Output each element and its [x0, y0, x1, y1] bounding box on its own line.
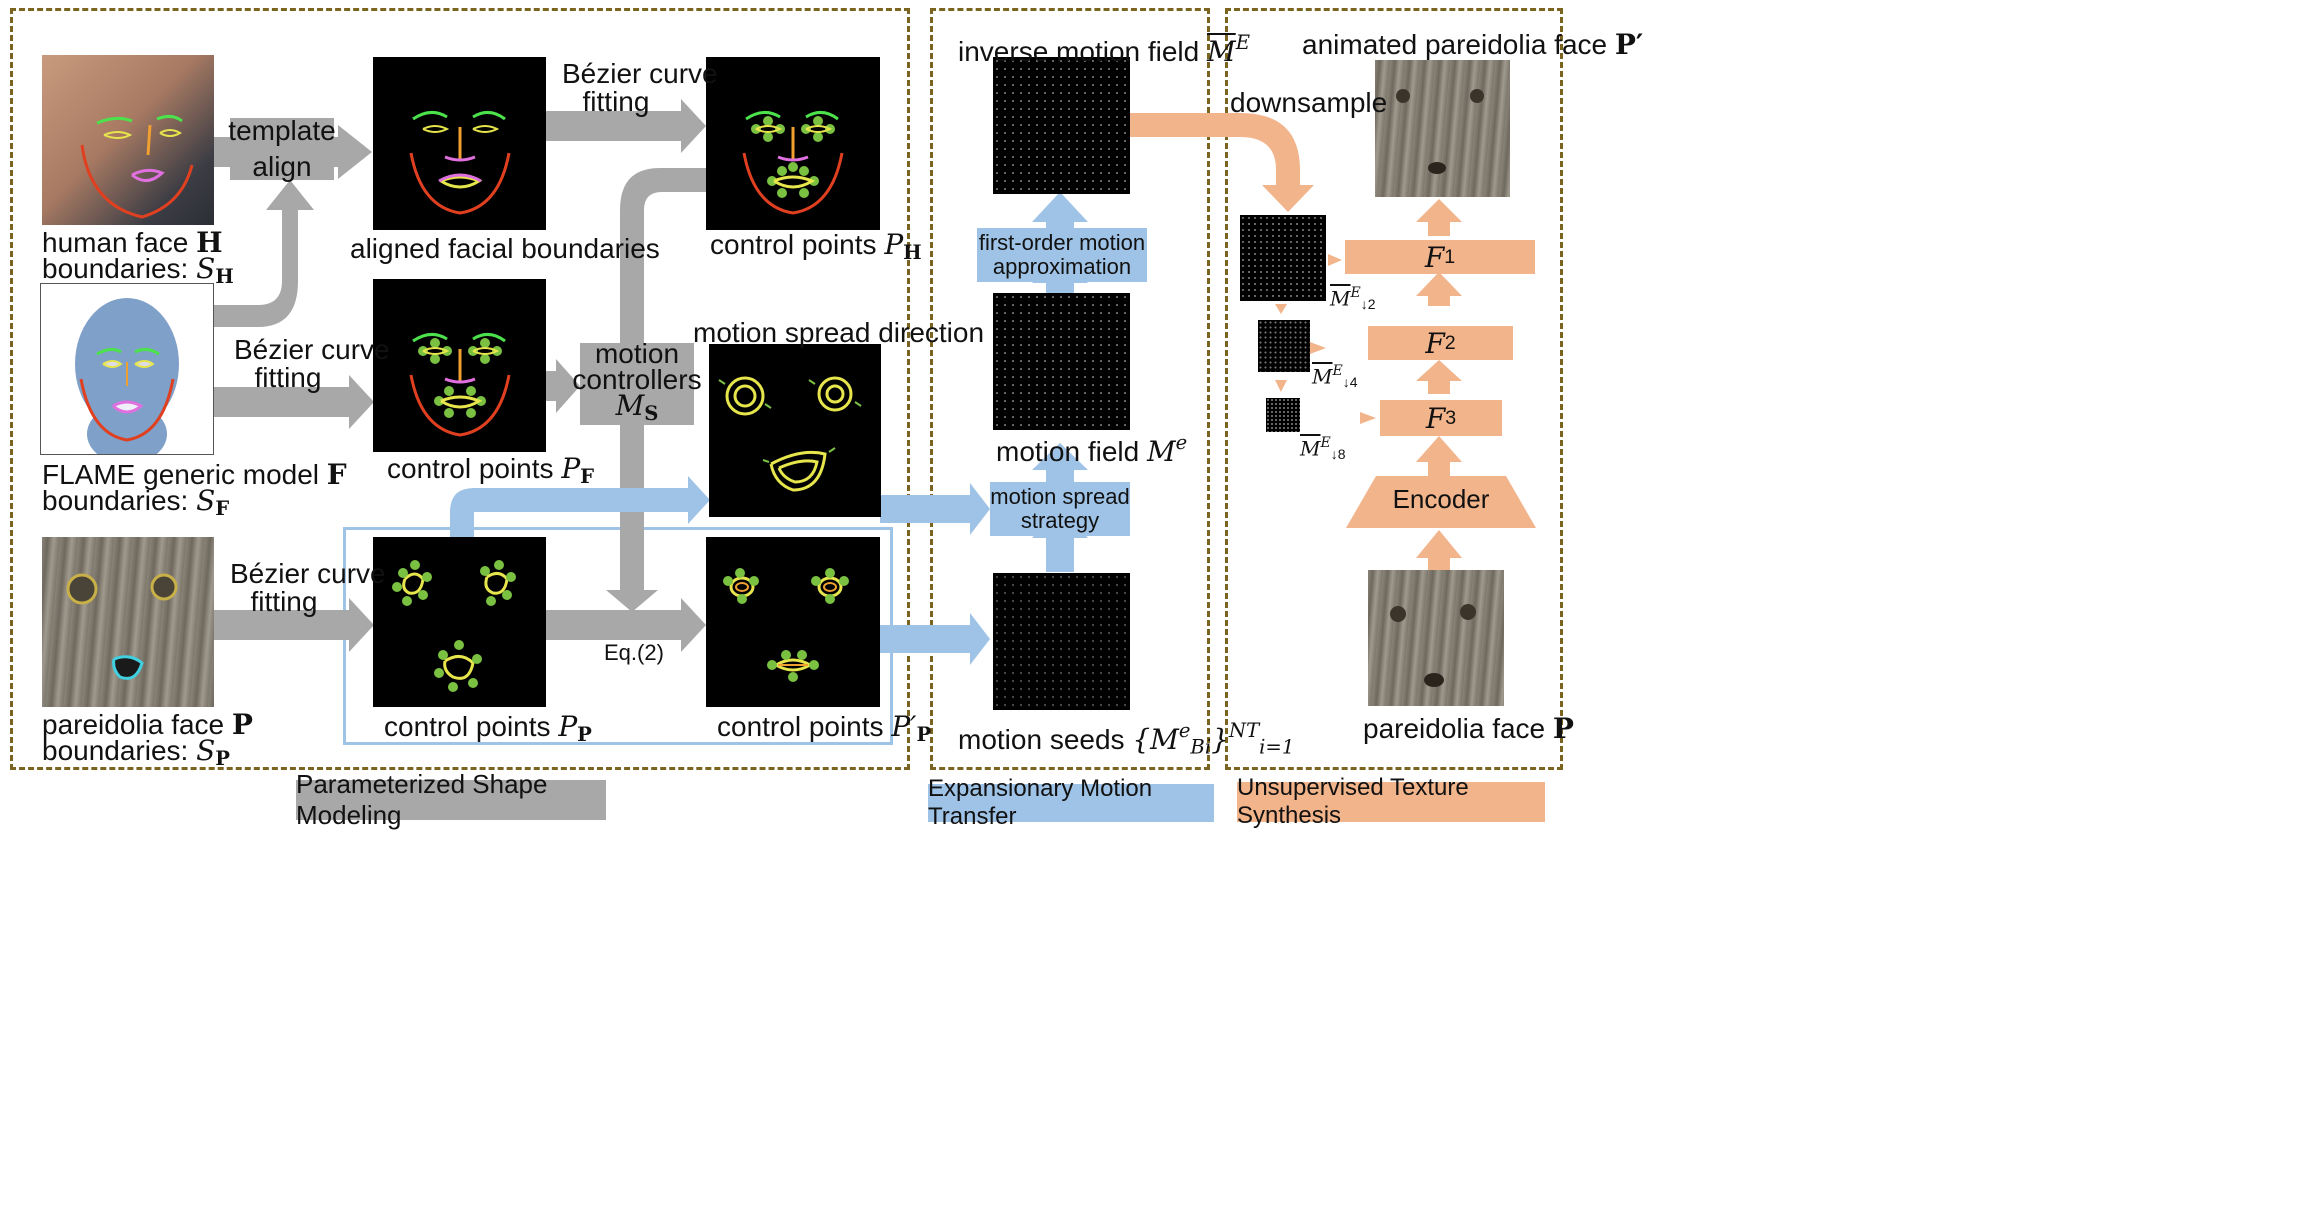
- motion-field-label: motion field Me: [996, 431, 1188, 468]
- spread-strategy-line2: strategy: [1020, 508, 1100, 533]
- texture-synthesis-frame: [1225, 8, 1563, 770]
- template-align-block: template align: [228, 115, 335, 182]
- pareidolia-input-photo: [1368, 570, 1504, 706]
- motion-seeds-image: [993, 573, 1130, 710]
- control-points-p-prime-image: [706, 537, 880, 707]
- flame-model-label: FLAME generic model F: [42, 458, 347, 491]
- flame-model-photo: [40, 283, 214, 464]
- spread-direction-image: [709, 344, 881, 517]
- template-align-line1: template: [228, 115, 336, 146]
- pareidolia-face-label: pareidolia face P: [42, 708, 253, 741]
- spread-direction-label: motion spread direction: [693, 317, 985, 348]
- first-order-approximation-block: first-order motion approximation: [977, 228, 1147, 282]
- human-face-label: human face H: [42, 226, 223, 259]
- encoder-label: Encoder: [1392, 484, 1490, 514]
- motion-controllers-line2: controllers: [572, 364, 702, 396]
- flame-head: [75, 298, 179, 464]
- inverse-motion-field-label: inverse motion field ME: [958, 31, 1250, 68]
- m-down8-label: ME↓8: [1300, 435, 1346, 462]
- first-order-line2: approximation: [992, 254, 1132, 279]
- downsampled-field-2: [1240, 215, 1326, 301]
- pareidolia-boundaries: [66, 573, 178, 680]
- motion-spread-strategy-block: motion spread strategy: [990, 482, 1130, 536]
- human-face-boundaries: [80, 114, 194, 219]
- m-down4-label: ME↓4: [1312, 363, 1358, 390]
- motion-controllers-symbol: MS: [615, 389, 659, 425]
- downsample-label: downsample: [1230, 87, 1388, 118]
- encoder-block: Encoder: [1346, 476, 1536, 528]
- aligned-boundaries-label: aligned facial boundaries: [350, 233, 660, 264]
- control-points-p-prime-label: control points P′P: [717, 710, 932, 746]
- motion-controllers-block: motion controllers MS: [572, 338, 702, 425]
- shape-modeling-frame: [10, 8, 910, 770]
- aligned-boundaries-image: [373, 57, 546, 230]
- motion-field-image: [993, 293, 1130, 430]
- motion-controllers-line1: motion: [594, 338, 680, 370]
- shape-modeling-legend: Parameterized Shape Modeling: [296, 769, 606, 830]
- control-points-f-label: control points PF: [387, 452, 595, 488]
- template-align-line2: align: [252, 151, 312, 182]
- control-points-h-label: control points PH: [710, 228, 922, 264]
- pareidolia-face-photo: [42, 537, 214, 707]
- flame-boundaries-label: boundaries: SF: [42, 484, 230, 520]
- downsampled-field-4: [1258, 320, 1310, 372]
- orange-arrows: [1130, 113, 1462, 571]
- spread-strategy-line1: motion spread: [990, 484, 1130, 509]
- motion-transfer-frame: [930, 8, 1210, 770]
- pareidolia-boundaries-label: boundaries: SP: [42, 734, 231, 770]
- first-order-line1: first-order motion: [978, 230, 1146, 255]
- motion-transfer-legend: Expansionary Motion Transfer: [928, 775, 1214, 830]
- motion-seeds-label: motion seeds {MeBi}NTi=1: [958, 719, 1295, 759]
- inverse-motion-field-image: [993, 57, 1130, 194]
- downsampled-field-8: [1266, 398, 1300, 432]
- control-points-p-label: control points PP: [384, 710, 592, 746]
- animated-pareidolia-photo: [1375, 60, 1510, 197]
- eq2-label: Eq.(2): [604, 640, 664, 665]
- control-points-f-image: [373, 279, 546, 452]
- pareidolia-input-label: pareidolia face P: [1363, 712, 1574, 745]
- human-face-photo: [42, 55, 214, 225]
- m-down2-label: ME↓2: [1330, 285, 1376, 312]
- control-points-h-image: [706, 57, 880, 230]
- animated-pareidolia-label: animated pareidolia face P′: [1302, 28, 1644, 61]
- texture-synthesis-legend: Unsupervised Texture Synthesis: [1237, 774, 1545, 829]
- human-boundaries-label: boundaries: SH: [42, 252, 234, 288]
- control-points-p-image: [373, 537, 546, 707]
